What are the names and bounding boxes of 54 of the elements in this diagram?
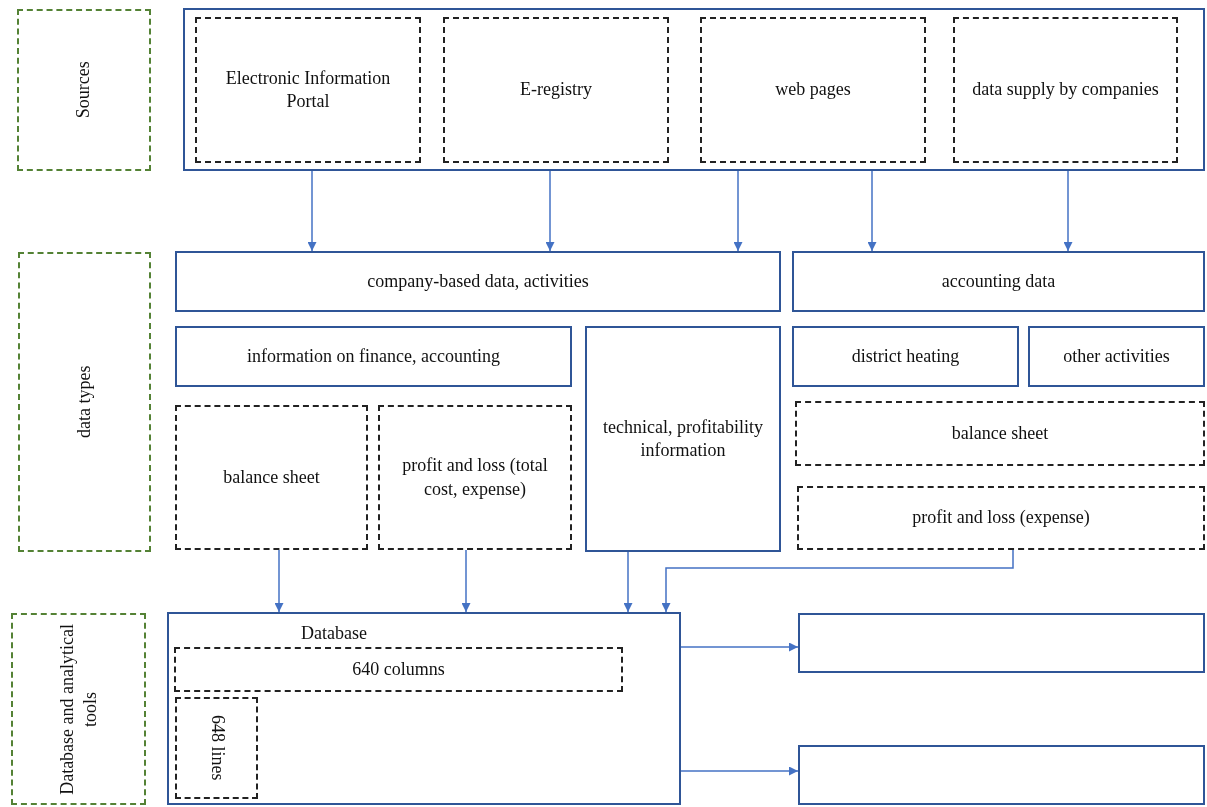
box-label: district heating <box>851 344 960 368</box>
box-label: Electronic Information Portal <box>224 66 392 113</box>
box-label: web pages <box>775 78 851 102</box>
dashed-box <box>700 17 926 163</box>
arrow <box>623 551 633 613</box>
box-label: profit and loss (total cost, expense) <box>401 454 549 501</box>
dashed-box <box>175 697 258 799</box>
dashed-box <box>175 405 368 550</box>
process-box <box>792 326 1019 387</box>
arrow <box>274 549 284 613</box>
process-box <box>183 8 1205 171</box>
dashed-box <box>797 486 1205 550</box>
arrow <box>1063 170 1073 252</box>
process-box <box>175 251 781 312</box>
arrow <box>461 549 471 613</box>
dashed-box <box>378 405 572 550</box>
box-label: other activities <box>1063 344 1170 368</box>
arrow <box>680 766 799 776</box>
arrow <box>661 549 1014 613</box>
box-label: 648 lines <box>206 714 229 783</box>
dashed-box <box>195 17 421 163</box>
section-box <box>18 252 151 552</box>
arrow <box>680 642 799 652</box>
box-label: profit and loss (expense) <box>912 506 1090 530</box>
box-label: company-based data, activities <box>367 269 589 293</box>
process-box <box>1028 326 1205 387</box>
section-box <box>11 613 146 805</box>
section-box <box>17 9 151 171</box>
arrow <box>307 170 317 252</box>
box-label: balance sheet <box>951 421 1049 445</box>
box-label: Database <box>301 622 367 645</box>
dashed-box <box>795 401 1205 466</box>
process-box <box>167 612 681 805</box>
box-label: technical, profitability information <box>602 415 764 462</box>
process-box <box>792 251 1205 312</box>
arrow <box>545 170 555 252</box>
section-label: Database and analytical tools <box>55 622 101 797</box>
box-label: E-registry <box>520 78 592 102</box>
box-label: balance sheet <box>223 465 320 489</box>
process-box <box>798 745 1205 805</box>
dashed-box <box>443 17 669 163</box>
process-box <box>798 613 1205 673</box>
arrow <box>733 170 743 252</box>
box-label: data supply by companies <box>972 78 1159 102</box>
arrow <box>867 170 877 252</box>
section-label: Sources <box>72 60 95 121</box>
dashed-box <box>174 647 623 692</box>
process-box <box>585 326 781 552</box>
process-box <box>175 326 572 387</box>
box-label: accounting data <box>941 269 1056 293</box>
box-label: information on finance, accounting <box>247 344 500 368</box>
section-label: data types <box>72 364 95 441</box>
dashed-box <box>953 17 1178 163</box>
box-label: 640 columns <box>352 657 445 681</box>
